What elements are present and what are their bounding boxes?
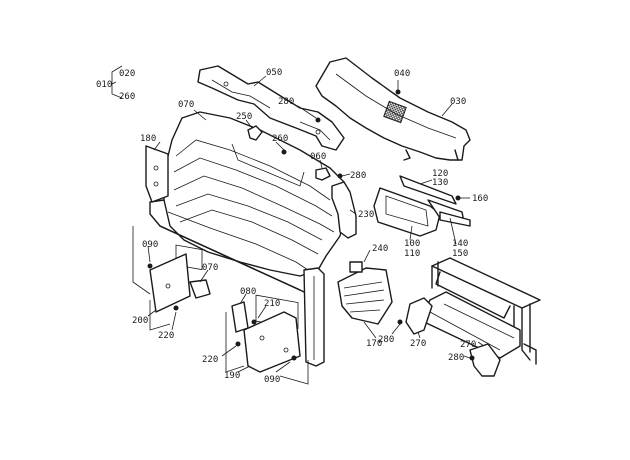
callout-070: 070 — [202, 263, 218, 273]
callout-150: 150 — [452, 249, 468, 259]
callout-060: 060 — [310, 152, 326, 162]
callout-200: 200 — [132, 316, 148, 326]
callout-090: 090 — [264, 375, 280, 385]
callout-120: 120 — [432, 169, 448, 179]
callout-050: 050 — [266, 68, 282, 78]
plate-200 — [147, 253, 191, 313]
lamp-bracket-100 — [373, 175, 465, 237]
clip-060 — [315, 167, 331, 181]
mount-bracket-270b — [469, 343, 501, 377]
plate-190 — [235, 311, 301, 373]
callout-280: 280 — [278, 97, 294, 107]
callout-130: 130 — [432, 178, 448, 188]
callout-070: 070 — [178, 100, 194, 110]
callout-160: 160 — [472, 194, 488, 204]
callout-210: 210 — [264, 299, 280, 309]
callout-100: 100 — [404, 239, 420, 249]
callout-180: 180 — [140, 134, 156, 144]
upper-bracket-050 — [197, 65, 345, 151]
center-post — [303, 267, 325, 367]
callout-labels: 010 020 260 050 040 030 070 250 280 260 … — [96, 68, 488, 385]
callout-140: 140 — [452, 239, 468, 249]
leader-lines — [111, 75, 485, 373]
callout-230: 230 — [358, 210, 374, 220]
callout-190: 190 — [224, 371, 240, 381]
callout-110: 110 — [404, 249, 420, 259]
callout-280: 280 — [350, 171, 366, 181]
mount-bracket-270a — [397, 297, 433, 335]
grille-frame-070 — [149, 111, 347, 330]
callout-270: 270 — [460, 340, 476, 350]
callout-080: 080 — [240, 287, 256, 297]
rail-140 — [439, 211, 471, 227]
callout-260: 260 — [272, 134, 288, 144]
callout-280: 280 — [448, 353, 464, 363]
callout-220: 220 — [202, 355, 218, 365]
side-post-230 — [331, 181, 357, 239]
side-panel-180 — [145, 145, 169, 203]
callout-090: 090 — [142, 240, 158, 250]
callout-250: 250 — [236, 112, 252, 122]
callout-020: 020 — [119, 69, 135, 79]
callout-260: 260 — [119, 92, 135, 102]
callout-170: 170 — [366, 339, 382, 349]
callout-030: 030 — [450, 97, 466, 107]
top-cover-030 — [315, 57, 471, 161]
handle-250 — [247, 125, 263, 141]
assembly-lines — [111, 65, 309, 385]
callout-240: 240 — [372, 244, 388, 254]
callout-280: 280 — [378, 335, 394, 345]
lamp-lens-240 — [337, 261, 393, 325]
callout-270: 270 — [410, 339, 426, 349]
callout-220: 220 — [158, 331, 174, 341]
callout-040: 040 — [394, 69, 410, 79]
callout-010: 010 — [96, 80, 112, 90]
